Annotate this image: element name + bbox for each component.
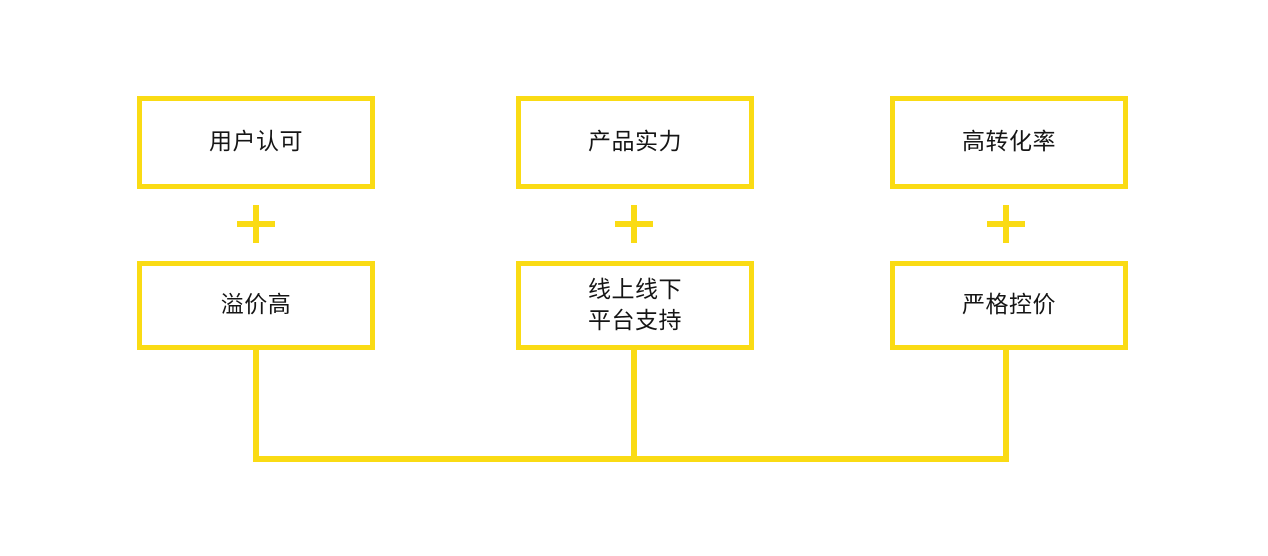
node-label-top-3: 高转化率 — [962, 129, 1056, 155]
node-box-bottom-3[interactable]: 严格控价 — [890, 261, 1128, 350]
node-label-bottom-3: 严格控价 — [962, 292, 1056, 318]
node-label-top-2: 产品实力 — [588, 129, 682, 155]
connector-vertical-1 — [253, 350, 259, 462]
connector-horizontal-merge — [253, 456, 1009, 462]
node-box-bottom-2[interactable]: 线上线下 平台支持 — [516, 261, 754, 350]
plus-icon-1 — [237, 205, 275, 243]
node-box-top-2[interactable]: 产品实力 — [516, 96, 754, 189]
plus-icon-2 — [615, 205, 653, 243]
node-box-top-3[interactable]: 高转化率 — [890, 96, 1128, 189]
node-box-top-1[interactable]: 用户认可 — [137, 96, 375, 189]
node-label-bottom-1: 溢价高 — [220, 292, 292, 318]
node-label-bottom-2: 线上线下 平台支持 — [588, 277, 682, 333]
node-label-top-1: 用户认可 — [209, 129, 303, 155]
plus-icon-3 — [987, 205, 1025, 243]
connector-vertical-2 — [631, 350, 637, 462]
connector-vertical-3 — [1003, 350, 1009, 462]
node-box-bottom-1[interactable]: 溢价高 — [137, 261, 375, 350]
